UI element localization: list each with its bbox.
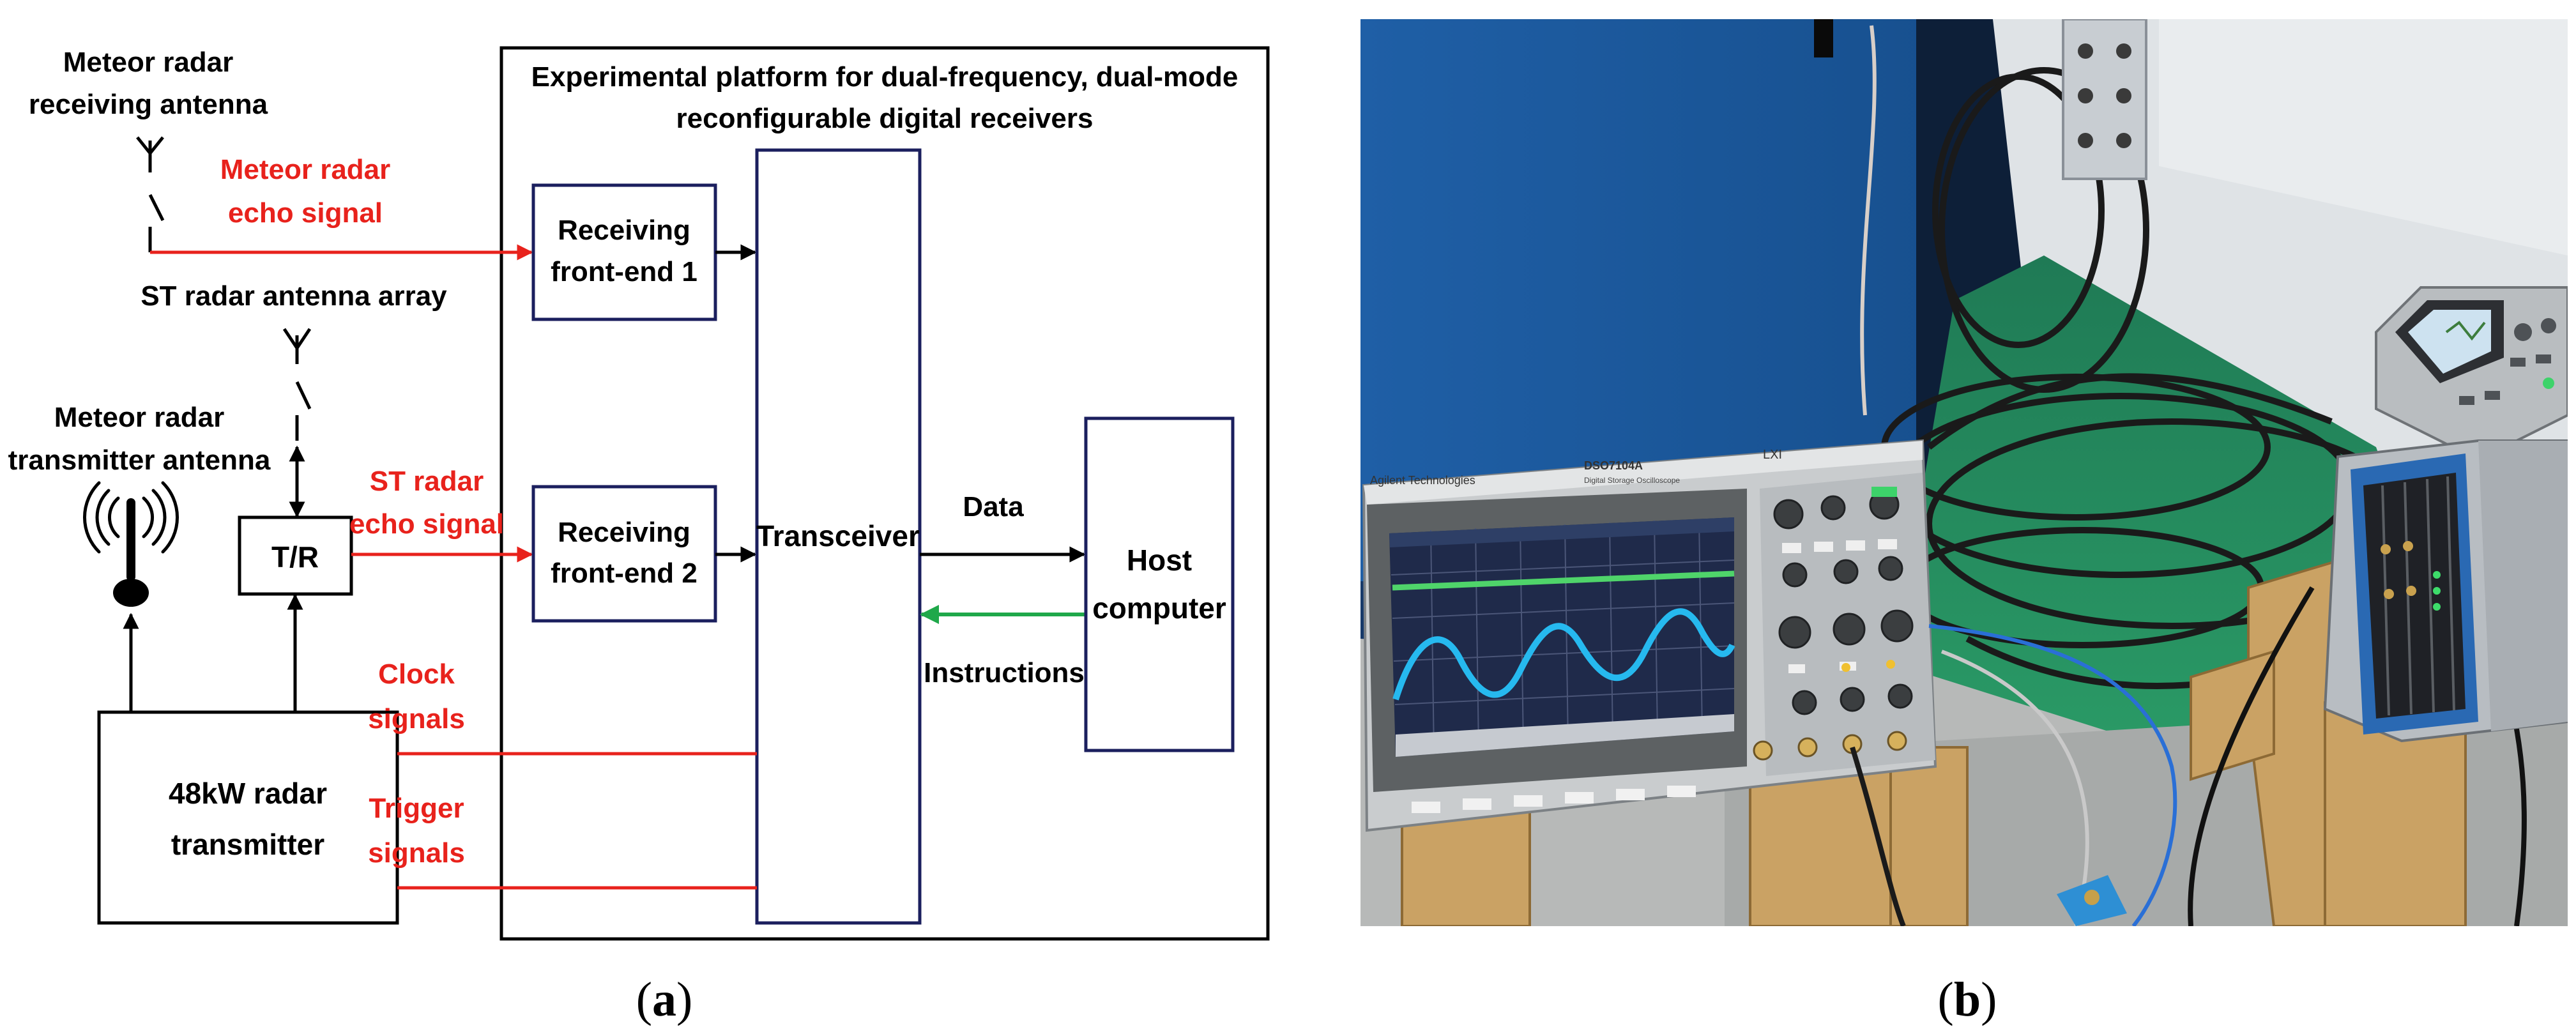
platform-frame	[499, 46, 1270, 941]
meteor-tx-antenna-label-line2: transmitter antenna	[8, 445, 271, 476]
platform-title-line1: Experimental platform for dual-frequency…	[531, 61, 1238, 93]
green-trace	[1392, 570, 1735, 591]
meteor-rx-antenna-label-line1: Meteor radar	[63, 47, 234, 78]
caption-b: (b)	[1938, 973, 1997, 1026]
trigger-label-line2: signals	[368, 837, 465, 869]
transmitting-antenna-icon	[83, 481, 179, 607]
frontend-1-label-line2: front-end 1	[551, 256, 697, 287]
st-array-label: ST radar antenna array	[141, 280, 447, 312]
meteor-rx-antenna-icon	[136, 136, 165, 252]
caption-a: (a)	[636, 973, 693, 1026]
host-computer-box	[1084, 416, 1235, 752]
meteor-rx-antenna-label-line2: receiving antenna	[29, 89, 268, 120]
clock-label-line2: signals	[368, 703, 465, 735]
blue-sine-trace	[1392, 608, 1735, 701]
platform-title-line2: reconfigurable digital receivers	[676, 103, 1094, 134]
transmitter-box	[97, 710, 399, 925]
blue-adapter	[2057, 875, 2127, 926]
transceiver-box	[755, 148, 922, 925]
transmitter-label-line2: transmitter	[171, 828, 324, 861]
transmitter-label-line1: 48kW radar	[169, 777, 327, 810]
frontend-1-label-line1: Receiving	[558, 215, 690, 246]
host-computer-label-line2: computer	[1092, 591, 1226, 625]
generator-screen	[2408, 310, 2491, 374]
frontend-1-box	[531, 183, 717, 321]
lab-photo: Agilent Technologies DSO7104A Digital St…	[1360, 19, 2568, 1026]
wooden-stands	[1401, 547, 2467, 926]
st-echo-label-line2: echo signal	[349, 508, 504, 540]
frontend-2-box	[531, 485, 717, 623]
scope-model: DSO7104A	[1584, 459, 1643, 472]
st-echo-label-line1: ST radar	[370, 466, 484, 497]
meteor-echo-label-line2: echo signal	[228, 197, 383, 229]
meteor-echo-label-line1: Meteor radar	[220, 154, 391, 185]
frontend-2-label-line1: Receiving	[558, 517, 690, 548]
scope-model-detail: Digital Storage Oscilloscope	[1584, 476, 1680, 485]
frontend-2-label-line2: front-end 2	[551, 558, 697, 589]
signal-generator	[2375, 286, 2568, 462]
clock-label-line1: Clock	[378, 659, 455, 690]
st-antenna-icon	[282, 328, 312, 441]
transceiver-label: Transceiver	[756, 519, 920, 552]
instructions-label: Instructions	[924, 657, 1085, 689]
pxi-chassis	[2323, 439, 2568, 743]
trigger-label-line1: Trigger	[369, 793, 464, 824]
block-diagram: Experimental platform for dual-frequency…	[8, 46, 1270, 1026]
scope-badge: LXI	[1763, 448, 1782, 462]
oscilloscope: Agilent Technologies DSO7104A Digital St…	[1362, 439, 1937, 832]
meteor-tx-antenna-label-line1: Meteor radar	[54, 402, 225, 433]
host-computer-label-line1: Host	[1127, 544, 1192, 577]
scope-knobs	[1773, 489, 1914, 715]
scope-brand: Agilent Technologies	[1370, 474, 1475, 487]
data-label: Data	[963, 491, 1024, 522]
tr-label: T/R	[271, 540, 319, 574]
